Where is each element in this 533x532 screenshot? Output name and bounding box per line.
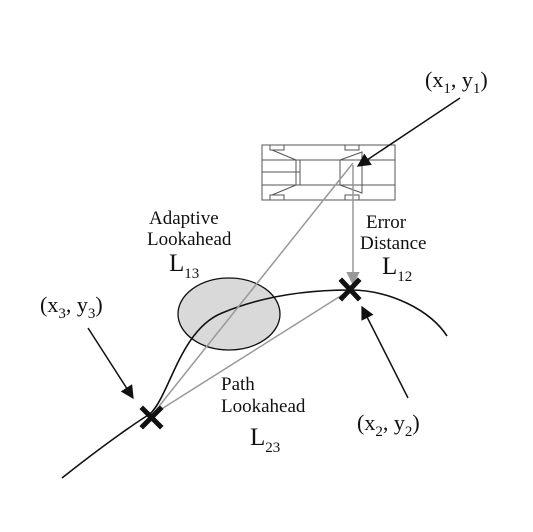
path-lookahead-line xyxy=(151,289,351,416)
error-distance-symbol: L12 xyxy=(382,253,412,285)
path-lookahead-title: Path xyxy=(221,374,255,395)
planned-path-curve xyxy=(61,289,448,479)
p1-label: (x1, y1) xyxy=(425,67,488,97)
adaptive-lookahead-symbol: L13 xyxy=(169,250,199,282)
adaptive-lookahead-line xyxy=(151,162,354,416)
vehicle xyxy=(261,144,396,201)
p2-x-marker xyxy=(338,277,362,302)
p3-label: (x3, y3) xyxy=(40,292,103,322)
error-distance-title: Error xyxy=(366,212,407,233)
error-distance-subtitle: Distance xyxy=(360,233,426,254)
p3-x-marker xyxy=(139,405,164,430)
obstacle-ellipse xyxy=(177,277,281,351)
adaptive-lookahead-subtitle: Lookahead xyxy=(147,229,232,250)
p1-pointer-arrow xyxy=(356,97,461,167)
path-lookahead-symbol: L23 xyxy=(250,424,280,456)
adaptive-lookahead-title: Adaptive xyxy=(149,208,219,229)
p2-pointer-arrow xyxy=(361,305,409,399)
path-lookahead-subtitle: Lookahead xyxy=(221,396,306,417)
p2-label: (x2, y2) xyxy=(357,410,420,440)
p3-pointer-arrow xyxy=(87,327,134,400)
